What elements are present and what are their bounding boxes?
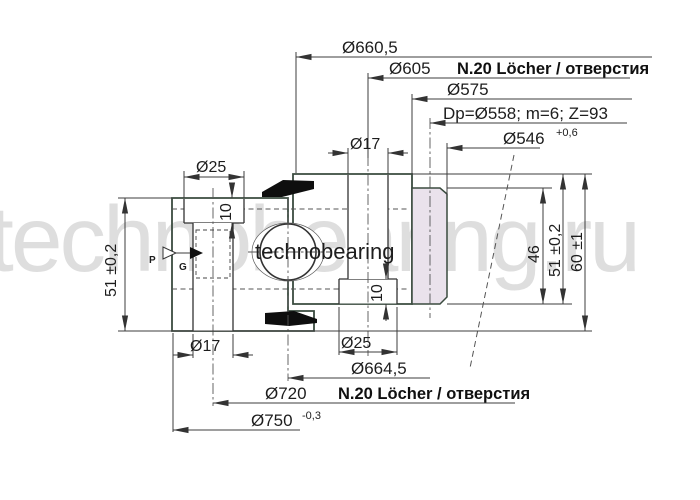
- holes-note-bottom: N.20 Löcher / отверстия: [338, 385, 530, 403]
- dim-depth-inner: 10: [369, 284, 386, 302]
- holes-note-top: N.20 Löcher / отверстия: [457, 60, 649, 78]
- seal-bottom: [265, 311, 317, 326]
- outer-ring-bolt-hole: [183, 199, 245, 331]
- dim-outer-seal-diameter: Ø660,5: [342, 38, 398, 57]
- port-p-label: P: [149, 255, 156, 266]
- dim-hole-top: Ø17: [350, 136, 380, 153]
- grease-port-marks: P G: [149, 246, 203, 273]
- dim-height-outer-ring: 51 ±0,2: [103, 244, 120, 297]
- dim-546: Ø546: [503, 129, 545, 148]
- extension-lines: [118, 52, 592, 432]
- port-p-arrow: [162, 246, 178, 260]
- dim-outer-diameter: Ø750: [251, 411, 293, 430]
- dim-total-height: 60 ±1: [569, 232, 586, 272]
- gear-data-label: Dp=Ø558; m=6; Z=93: [443, 104, 608, 123]
- dim-hole-bottom: Ø17: [190, 338, 220, 355]
- dim-inner-bolt-circle: Ø605: [389, 59, 431, 78]
- dim-gear-width: 46: [526, 245, 543, 263]
- dim-counterbore-top: Ø25: [196, 159, 226, 176]
- port-g-arrow: [190, 247, 203, 259]
- dim-depth-outer: 10: [218, 203, 235, 221]
- dim-counterbore-bottom: Ø25: [341, 335, 371, 352]
- dim-546-tolerance: +0,6: [556, 127, 578, 139]
- watermark-small: technobearing: [255, 239, 394, 264]
- dim-height-inner-ring: 51 ±0,2: [547, 224, 564, 277]
- dimension-lines: [121, 53, 652, 434]
- seal-top: [262, 180, 314, 197]
- dim-raceway-diameter: Ø664,5: [351, 359, 407, 378]
- dim-outer-bolt-circle: Ø720: [265, 384, 307, 403]
- port-g-label: G: [179, 262, 187, 273]
- gear-projection-line: [469, 154, 515, 369]
- dim-750-tolerance: -0,3: [302, 410, 321, 422]
- dim-575: Ø575: [447, 80, 489, 99]
- gear-teeth-section: [411, 187, 448, 305]
